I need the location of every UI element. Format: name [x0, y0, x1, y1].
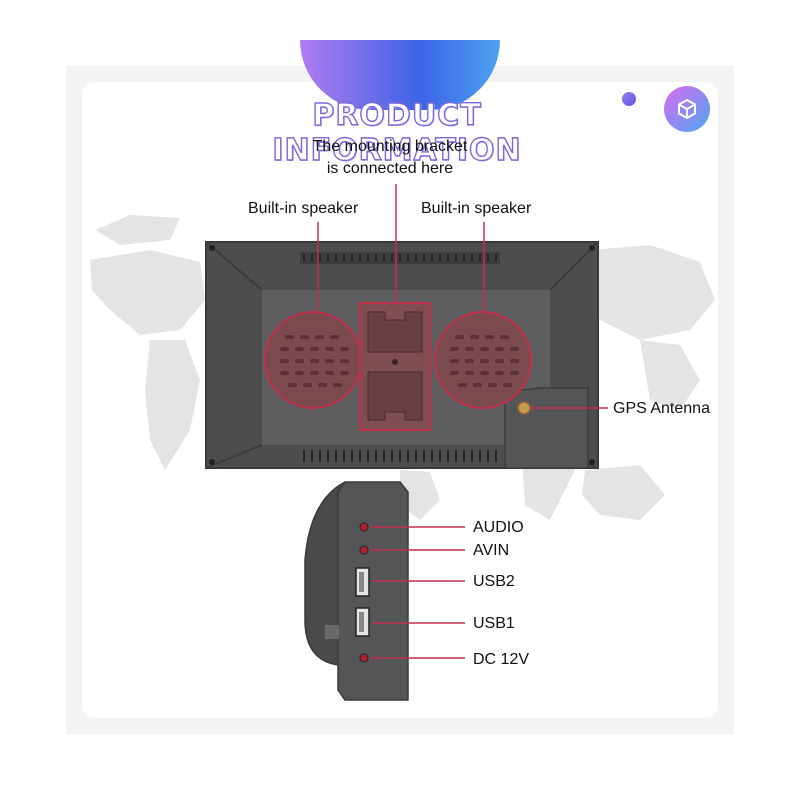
- header-decoration: [300, 40, 500, 110]
- top-vent-slots: [303, 254, 497, 262]
- port-label-audio: AUDIO: [473, 519, 524, 536]
- page-title: PRODUCT INFORMATION: [272, 97, 522, 168]
- mounting-callout-line2: is connected here: [326, 160, 454, 177]
- bottom-vent-slots: [303, 450, 497, 462]
- gps-housing: [504, 387, 589, 469]
- speaker-left-callout: Built-in speaker: [248, 200, 359, 217]
- mounting-bracket: [359, 302, 431, 431]
- cube-icon[interactable]: [664, 86, 710, 132]
- gps-antenna-callout: GPS Antenna: [613, 400, 710, 417]
- speaker-left: [264, 311, 362, 409]
- gps-connector: [517, 401, 531, 415]
- callout-lines: [317, 184, 608, 409]
- port-callout-lines: [370, 526, 465, 659]
- speaker-right-callout: Built-in speaker: [421, 200, 532, 217]
- port-label-dc12v: DC 12V: [473, 651, 530, 668]
- monitor-side-view: [304, 481, 409, 701]
- port-label-usb1: USB1: [473, 615, 515, 632]
- speaker-right: [434, 311, 532, 409]
- decor-dot: [622, 92, 636, 106]
- port-label-usb2: USB2: [473, 573, 515, 590]
- port-label-avin: AVIN: [473, 542, 510, 559]
- side-ports: [355, 522, 370, 663]
- mounting-callout-line1: The mounting bracket: [312, 138, 468, 155]
